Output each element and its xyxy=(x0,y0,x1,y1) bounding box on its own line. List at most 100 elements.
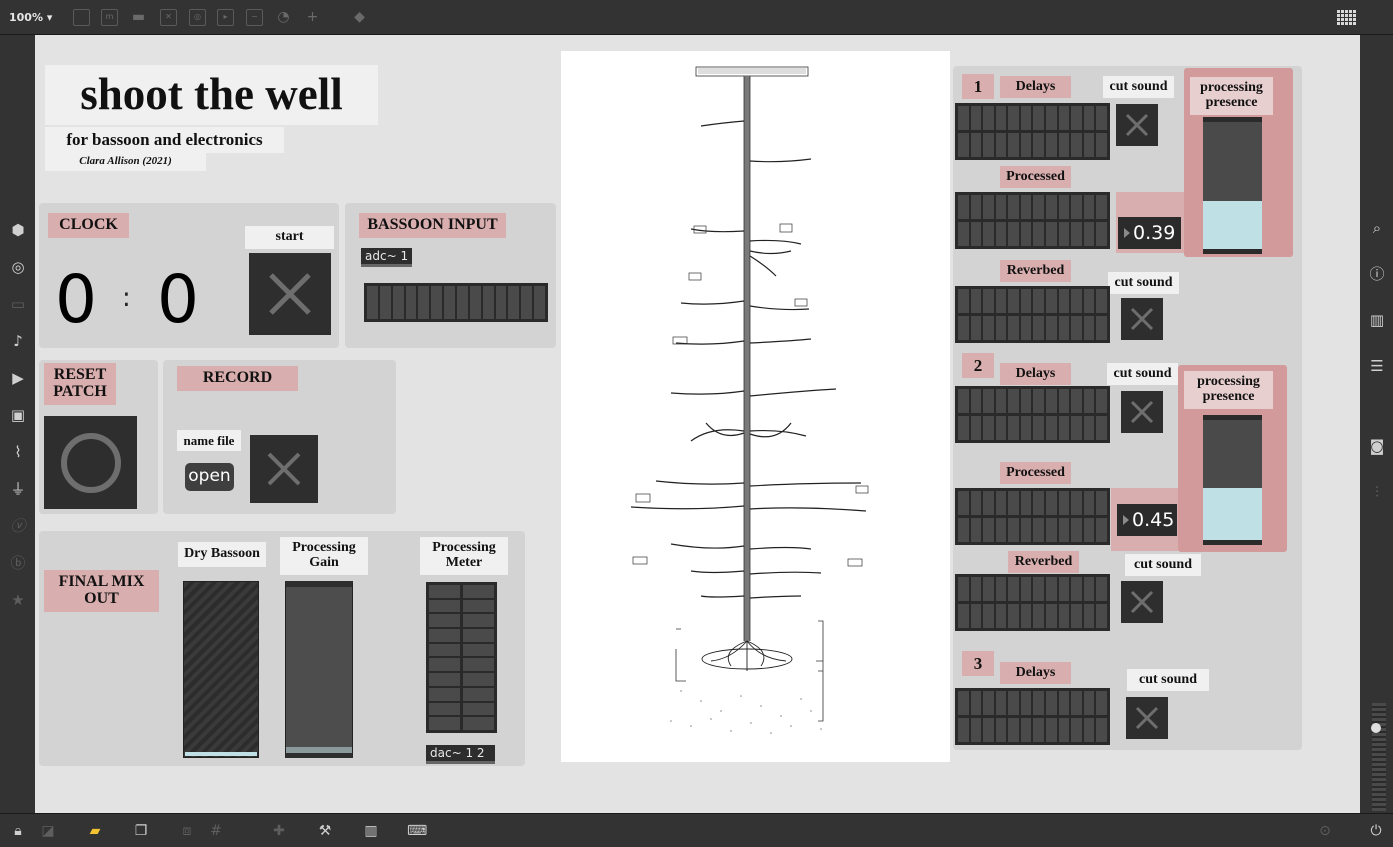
adc-object[interactable]: adc~ 1 xyxy=(361,248,413,267)
dry-bassoon-label: Dry Bassoon xyxy=(178,542,266,567)
channel-3-cut-delays-button[interactable] xyxy=(1126,697,1168,739)
plug-icon[interactable]: ⏚ xyxy=(10,480,26,498)
start-label: start xyxy=(245,226,334,249)
composer-credit: Clara Allison (2021) xyxy=(45,153,206,171)
camera-icon[interactable]: ◙ xyxy=(1369,437,1385,455)
keyboard-icon[interactable]: ⌨ xyxy=(407,823,428,839)
channel-3-delays-meter xyxy=(955,688,1110,745)
bassoon-input-meter xyxy=(364,283,548,322)
dial-icon[interactable]: ◔ xyxy=(277,9,290,25)
cube-icon[interactable]: ⬢ xyxy=(11,221,25,239)
record-label: RECORD xyxy=(177,366,298,391)
clock-seconds: 0 xyxy=(157,261,199,338)
level-meter xyxy=(1372,703,1386,811)
channel-2-reverbed-meter xyxy=(955,574,1110,631)
channel-1-value-text: 0.39 xyxy=(1133,222,1176,244)
channel-2-cut-label: cut sound xyxy=(1107,363,1178,385)
toggle-icon[interactable]: ◎ xyxy=(189,9,206,26)
channel-1-value-number[interactable]: 0.39 xyxy=(1118,217,1181,249)
star-icon[interactable]: ★ xyxy=(11,591,25,609)
channel-3-number: 3 xyxy=(962,651,994,676)
processing-gain-slider[interactable] xyxy=(285,581,353,758)
paint-bucket-icon[interactable]: ◆ xyxy=(354,9,365,25)
circle-icon xyxy=(60,432,121,493)
channel-1-presence-label: processing presence xyxy=(1190,77,1273,115)
processing-meter xyxy=(426,582,497,733)
edit-icon[interactable]: ◪ xyxy=(41,823,55,839)
channel-2-presence-label: processing presence xyxy=(1184,371,1273,409)
b-icon[interactable]: ⓑ xyxy=(10,554,26,572)
channel-2-presence-slider[interactable] xyxy=(1203,415,1262,545)
info-icon[interactable]: ⓘ xyxy=(1369,265,1385,283)
grid-menu-icon[interactable] xyxy=(1337,10,1357,26)
channel-2-processed-meter xyxy=(955,488,1110,545)
channel-2-processed-label: Processed xyxy=(1000,462,1071,484)
start-button[interactable] xyxy=(249,253,331,335)
bottom-toolbar: 🔒︎ ◪ ▰ ❐ ⧈ # ✚ ⚒ ▥ ⌨ ⊙ ⏻ xyxy=(0,813,1393,847)
grid-icon[interactable]: # xyxy=(210,823,222,839)
wrench-icon[interactable]: ⚒ xyxy=(318,823,332,839)
new-object-icon[interactable] xyxy=(73,9,90,26)
mixer-icon[interactable]: ⫶ xyxy=(1375,483,1379,501)
piano-icon[interactable]: ▥ xyxy=(364,823,378,839)
slider-icon[interactable]: − xyxy=(246,9,263,26)
channel-2-presence-fill xyxy=(1203,486,1262,540)
list-icon[interactable]: ☰ xyxy=(1370,357,1384,375)
target-icon[interactable]: ◎ xyxy=(11,258,25,276)
record-button[interactable] xyxy=(250,435,318,503)
channel-1-processed-label: Processed xyxy=(1000,166,1071,188)
presentation-icon[interactable]: ⧈ xyxy=(182,823,192,839)
dac-object[interactable]: dac~ 1 2 xyxy=(426,745,495,764)
channel-3-cut-label: cut sound xyxy=(1127,669,1209,691)
processing-meter-label: Processing Meter xyxy=(420,537,508,575)
image-icon[interactable]: ▣ xyxy=(10,406,26,424)
reset-label: RESET PATCH xyxy=(44,363,116,405)
x-icon xyxy=(267,452,301,486)
channel-1-delays-meter xyxy=(955,103,1110,160)
open-button[interactable]: open xyxy=(185,463,234,491)
device-icon[interactable]: ▭ xyxy=(10,295,26,313)
media-icon[interactable]: ▸ xyxy=(217,9,234,26)
x-icon xyxy=(1130,400,1154,424)
new-message-icon[interactable]: m xyxy=(101,9,118,26)
v-icon[interactable]: ⓥ xyxy=(10,517,26,535)
comment-icon[interactable]: ▰ xyxy=(89,823,101,839)
search-icon[interactable]: ⌕ xyxy=(1372,219,1382,237)
channel-3-delays-label: Delays xyxy=(1000,662,1071,684)
add-icon[interactable]: + xyxy=(306,9,319,25)
slider-handle xyxy=(286,747,352,753)
play-list-icon[interactable]: ▶ xyxy=(12,369,24,387)
channel-1-cut-reverb-button[interactable] xyxy=(1121,298,1163,340)
patcher-canvas: shoot the well for bassoon and electroni… xyxy=(35,35,1360,813)
add-pin-icon[interactable]: ✚ xyxy=(273,823,285,839)
book-icon[interactable]: ▥ xyxy=(1369,311,1385,329)
top-toolbar: 100% ▾ m ▬ ✕ ◎ ▸ − ◔ + ◆ xyxy=(0,0,1393,35)
x-icon xyxy=(1130,590,1154,614)
channel-1-cut-delays-button[interactable] xyxy=(1116,104,1158,146)
windows-icon[interactable]: ❐ xyxy=(134,823,148,839)
channel-2-value-number[interactable]: 0.45 xyxy=(1117,504,1177,536)
channel-2-cut-reverb-button[interactable] xyxy=(1121,581,1163,623)
music-note-icon[interactable]: ♪ xyxy=(13,332,23,350)
channel-1-number: 1 xyxy=(962,74,994,99)
clock-separator: : xyxy=(122,283,131,313)
zoom-selector[interactable]: 100% ▾ xyxy=(9,11,53,24)
lock-icon[interactable]: 🔒︎ xyxy=(14,823,22,839)
channel-2-cut-delays-button[interactable] xyxy=(1121,391,1163,433)
channel-2-delays-meter xyxy=(955,386,1110,443)
comment-icon[interactable]: ▬ xyxy=(131,9,146,25)
reset-button[interactable] xyxy=(44,416,137,509)
channel-2-delays-label: Delays xyxy=(1000,363,1071,385)
channel-1-delays-label: Delays xyxy=(1000,76,1071,98)
paperclip-icon[interactable]: ⌇ xyxy=(14,443,22,461)
button-icon[interactable]: ✕ xyxy=(160,9,177,26)
play-circle-icon[interactable]: ⊙ xyxy=(1319,823,1331,839)
channel-2-cut-label-2: cut sound xyxy=(1125,554,1201,576)
x-icon xyxy=(269,273,311,315)
power-icon[interactable]: ⏻ xyxy=(1370,823,1382,839)
dry-bassoon-gain-slider[interactable] xyxy=(183,581,259,758)
name-file-label: name file xyxy=(177,430,241,451)
volume-slider-knob[interactable] xyxy=(1371,723,1381,733)
channel-1-presence-slider[interactable] xyxy=(1203,117,1262,254)
